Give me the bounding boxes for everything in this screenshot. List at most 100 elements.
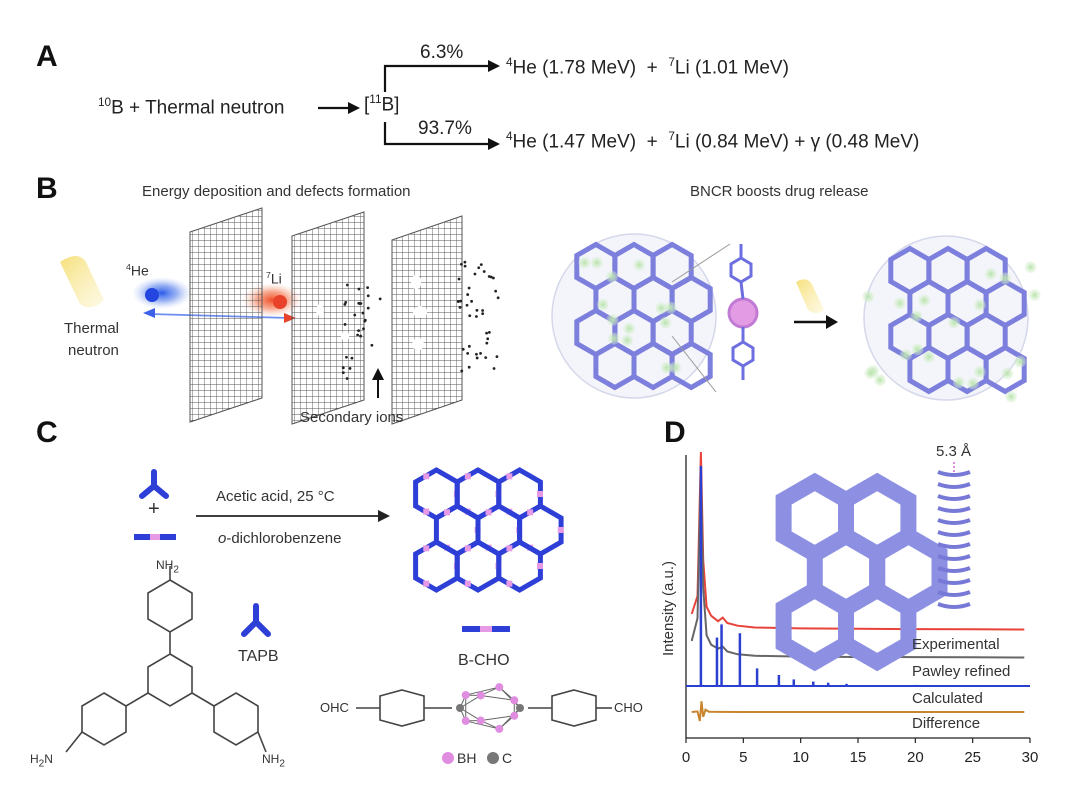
cage-atom bbox=[495, 724, 504, 733]
ion-dot bbox=[485, 331, 488, 335]
drug-molecule bbox=[669, 361, 682, 374]
stack-layer bbox=[937, 554, 971, 561]
drug-molecule bbox=[633, 258, 646, 271]
cage-atom bbox=[461, 716, 470, 725]
lattice-sheet-1 bbox=[189, 207, 263, 423]
stack-layer bbox=[937, 602, 971, 609]
ion-dot bbox=[359, 334, 362, 338]
legend-pawley: Pawley refined bbox=[912, 663, 1011, 680]
linker-node bbox=[423, 580, 430, 587]
intermediate-text: [11B] bbox=[364, 93, 400, 116]
ion-dot bbox=[460, 262, 463, 266]
nh2-top: NH2 bbox=[156, 558, 179, 576]
legend-difference: Difference bbox=[912, 715, 981, 732]
ion-dot bbox=[475, 315, 478, 318]
cof-top-view-structure bbox=[775, 472, 948, 672]
ion-dot bbox=[487, 331, 491, 334]
lattice-sheet-3 bbox=[391, 215, 463, 425]
cof-hexagonal-network bbox=[413, 467, 564, 593]
panel-b-title-left: Energy deposition and defects formation bbox=[142, 183, 411, 200]
ion-dot bbox=[457, 277, 461, 281]
panel-b-title-right: BNCR boosts drug release bbox=[690, 183, 869, 200]
drug-molecule bbox=[984, 267, 997, 280]
cage-atom bbox=[476, 691, 485, 700]
panel-label-b: B bbox=[36, 172, 58, 205]
bh-legend-dot bbox=[442, 752, 454, 764]
series-line-difference bbox=[691, 701, 1025, 722]
ion-dot bbox=[357, 287, 361, 291]
branch1-percent: 6.3% bbox=[420, 42, 464, 63]
drug-molecule bbox=[606, 313, 619, 326]
linker-node bbox=[444, 509, 451, 516]
synthesis-arrow bbox=[196, 510, 390, 522]
drug-molecule bbox=[1024, 261, 1037, 274]
ion-dot bbox=[456, 300, 460, 303]
ion-dot bbox=[467, 286, 471, 290]
ion-dot bbox=[461, 347, 465, 351]
cof-pore-after-release bbox=[862, 235, 1041, 403]
drug-molecule bbox=[590, 256, 603, 269]
cage-bond bbox=[465, 686, 500, 696]
stack-layer bbox=[937, 530, 971, 537]
ion-dot bbox=[341, 371, 345, 375]
ion-dot bbox=[465, 303, 469, 307]
drug-molecule bbox=[893, 297, 906, 310]
x-tick-label: 25 bbox=[964, 749, 981, 766]
hex-ring bbox=[413, 539, 460, 593]
drug-molecule bbox=[1028, 289, 1041, 302]
ion-dot bbox=[356, 333, 360, 337]
ion-dot bbox=[366, 294, 370, 298]
cage-bond bbox=[459, 695, 481, 709]
stack-layer bbox=[937, 494, 971, 501]
cage-atom bbox=[516, 704, 524, 712]
ohc-label: OHC bbox=[320, 700, 349, 715]
cage-atom bbox=[510, 711, 519, 720]
thermal-neutron-beam-icon bbox=[60, 256, 104, 308]
c-legend-dot bbox=[487, 752, 499, 764]
x-tick-label: 15 bbox=[850, 749, 867, 766]
linker-node bbox=[464, 545, 471, 552]
drug-molecule bbox=[862, 290, 875, 303]
ion-dot bbox=[475, 308, 479, 312]
ion-dot bbox=[363, 318, 367, 322]
hex-ring bbox=[669, 340, 713, 391]
drug-molecule bbox=[1001, 367, 1014, 380]
linker-node bbox=[423, 545, 430, 552]
drug-release-arrow bbox=[794, 279, 838, 329]
ion-dot bbox=[460, 369, 464, 373]
b-cho-linker-icon bbox=[727, 244, 759, 380]
drug-molecule bbox=[864, 367, 877, 380]
arrowheads bbox=[348, 60, 500, 150]
stack-layer bbox=[937, 506, 971, 513]
drug-molecule bbox=[621, 334, 634, 347]
ion-dot bbox=[485, 341, 489, 345]
linker-node bbox=[506, 545, 513, 552]
ion-dot bbox=[366, 286, 370, 290]
cage-bond bbox=[480, 694, 515, 701]
x-tick-label: 20 bbox=[907, 749, 924, 766]
reaction-scheme-arrows bbox=[318, 64, 490, 146]
ion-dot bbox=[357, 329, 361, 333]
ion-dot bbox=[482, 270, 486, 273]
condition-top: Acetic acid, 25 °C bbox=[216, 488, 335, 505]
thermal-label-line1: Thermal bbox=[64, 320, 120, 337]
linker-node bbox=[557, 527, 564, 533]
hex-ring bbox=[983, 344, 1027, 395]
ion-dot bbox=[477, 266, 481, 270]
drug-molecule bbox=[623, 322, 636, 335]
ion-dot bbox=[467, 365, 471, 369]
stack-layer bbox=[937, 578, 971, 585]
drug-molecule bbox=[922, 350, 935, 363]
branch2-percent: 93.7% bbox=[418, 118, 472, 139]
ion-dot bbox=[344, 300, 348, 304]
legend-calculated: Calculated bbox=[912, 690, 983, 707]
y-axis-label: Intensity (a.u.) bbox=[660, 560, 677, 656]
stack-layer bbox=[937, 482, 971, 489]
ion-dot bbox=[495, 355, 499, 359]
ion-dot bbox=[489, 275, 493, 279]
x-tick-label: 0 bbox=[682, 749, 690, 766]
cof-stacking-structure bbox=[937, 462, 971, 609]
x-tick-label: 5 bbox=[739, 749, 747, 766]
